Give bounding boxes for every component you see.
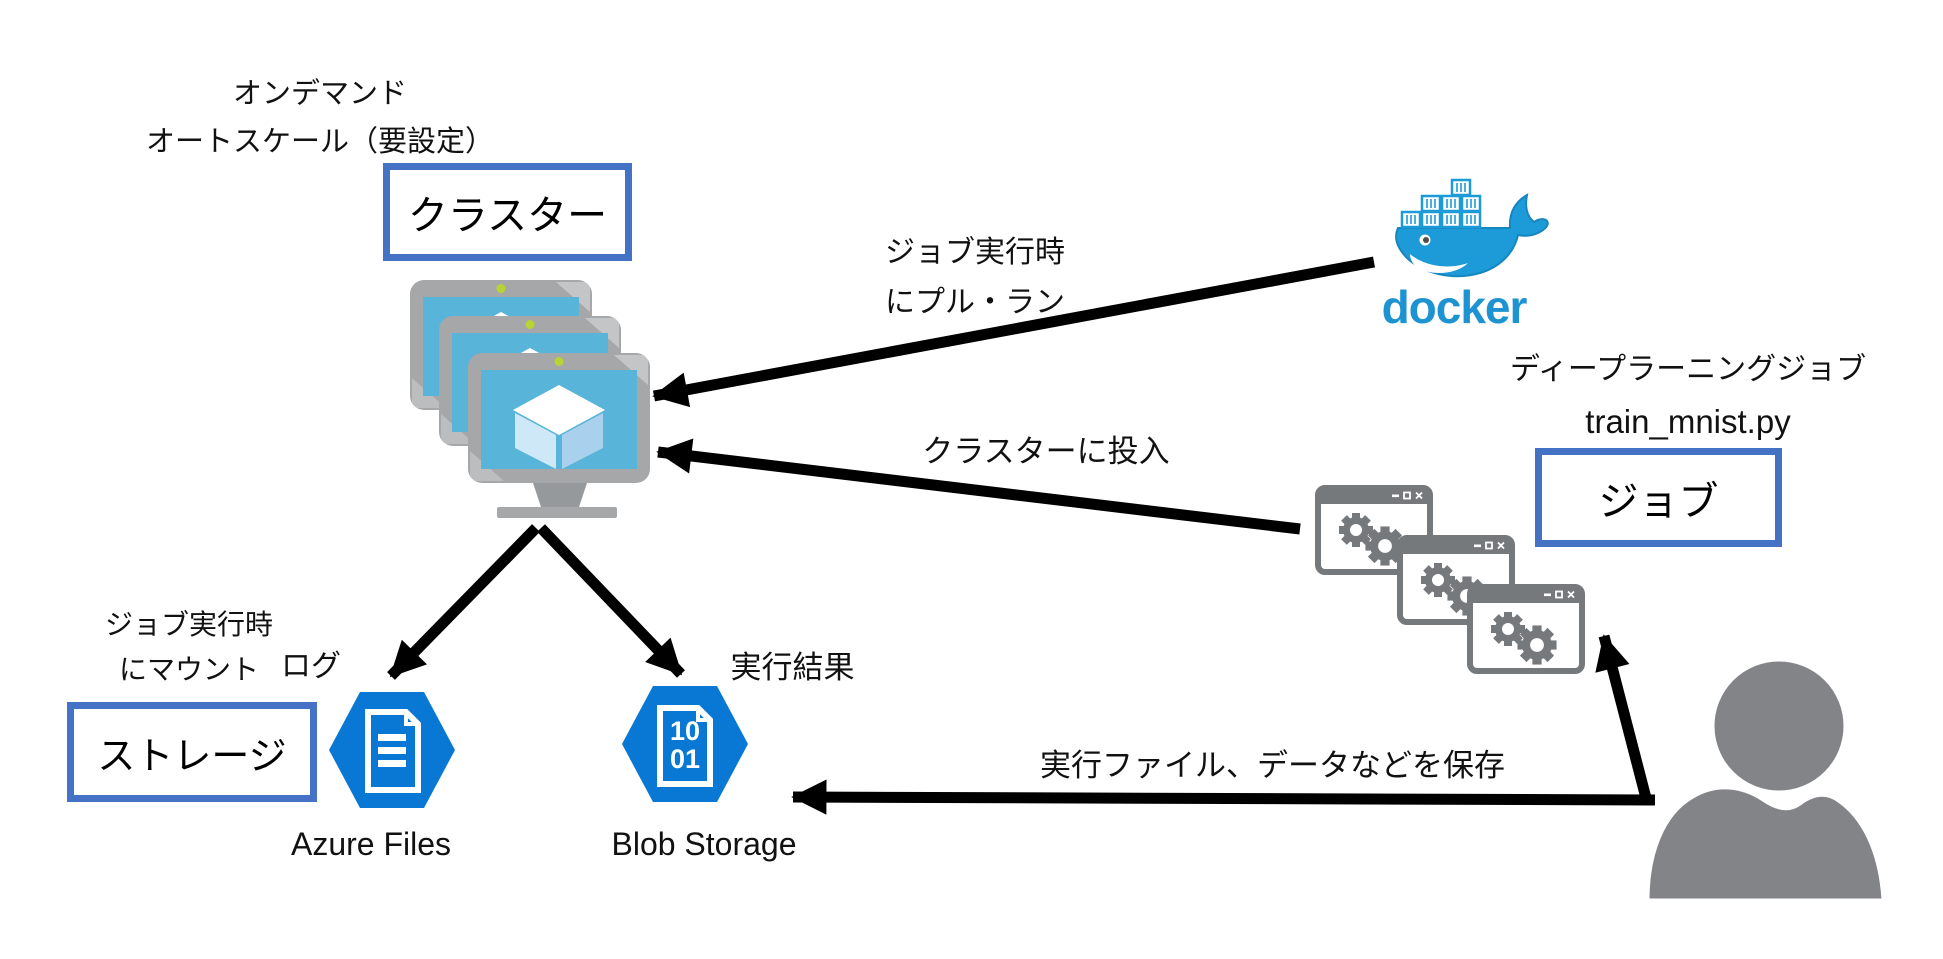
cluster-note: オンデマンド オートスケール（要設定） [95,70,545,166]
arrow-person-to-blob [791,779,1656,815]
job-note: ディープラーニングジョブ train_mnist.py [1510,344,1866,448]
job-note-line2: train_mnist.py [1585,403,1791,440]
docker-wordmark: docker [1381,281,1528,333]
storage-box-label: ストレージ [97,735,287,778]
job-box: ジョブ [1535,448,1782,547]
job-note-line1: ディープラーニングジョブ [1510,353,1867,386]
pull-run-label: ジョブ実行時 にプル・ラン [830,228,1120,328]
azure-files-label: Azure Files [290,826,452,862]
result-label: 実行結果 [730,650,855,685]
log-label: ログ [281,650,341,683]
arrow-person-to-job [1595,634,1652,800]
storage-box: ストレージ [67,702,317,802]
job-box-label: ジョブ [1598,479,1719,524]
mount-label: ジョブ実行時 にマウント [78,602,300,692]
mount-line1: ジョブ実行時 [104,609,273,640]
arrow-docker-to-cluster [652,256,1376,408]
cluster-vm-icon [410,280,650,518]
submit-label: クラスターに投入 [922,434,1170,469]
arrows [387,256,1656,815]
pull-run-line2: にプル・ラン [885,286,1065,319]
cluster-note-line1: オンデマンド [232,78,407,110]
blob-binary-line1: 10 [670,716,700,746]
user-person-icon [1646,658,1885,902]
pull-run-line1: ジョブ実行時 [885,236,1065,269]
azure-files-icon [329,692,455,808]
blob-storage-icon: 10 01 [622,686,748,802]
arrow-cluster-to-azure-files [387,524,540,680]
cluster-note-line2: オートスケール（要設定） [145,126,494,158]
save-label: 実行ファイル、データなどを保存 [1040,748,1505,783]
arrow-cluster-to-blob [537,524,685,678]
cluster-box: クラスター [383,163,632,261]
docker-containers [1400,178,1482,229]
blob-binary-line2: 01 [670,744,700,774]
mount-line2: にマウント [118,654,259,685]
arrow-job-to-cluster [656,438,1301,535]
docker-logo-icon [1395,178,1549,278]
cluster-box-label: クラスター [407,194,608,238]
blob-storage-label: Blob Storage [611,826,797,862]
